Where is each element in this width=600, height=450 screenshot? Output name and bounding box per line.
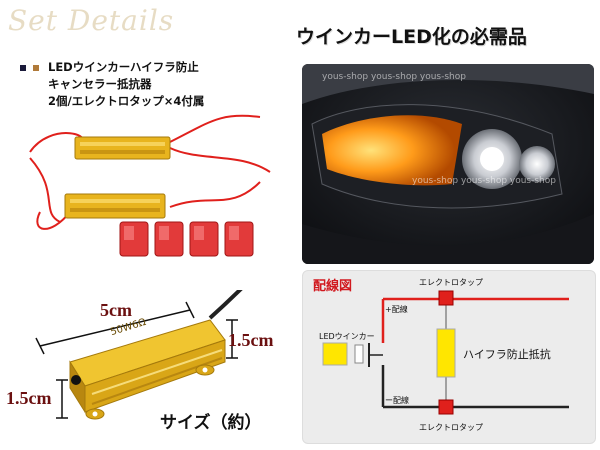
product-kit-illustration [29,114,271,257]
dimension-width: 1.5cm [6,388,52,408]
bullet-dark [20,65,26,71]
watermark-bottom: yous-shop yous-shop yous-shop [412,176,556,186]
bullet-brown [33,65,39,71]
page-title: ウインカーLED化の必需品 [296,26,527,48]
description-line-3: 2個/エレクトロタップ×4付属 [48,94,205,108]
watermark-top: yous-shop yous-shop yous-shop [322,72,466,82]
description-line-1: LEDウインカーハイフラ防止 [48,60,199,74]
dimension-length: 5cm [100,300,132,320]
set-details-title: Set Details [8,4,175,37]
size-label: サイズ（約） [160,413,262,433]
description-line-2: キャンセラー抵抗器 [48,77,152,91]
car-headlight-photo: yous-shop yous-shop yous-shop yous-shop … [302,64,594,264]
electrotap-top-label: エレクトロタップ [419,278,483,287]
resistor-label: ハイフラ防止抵抗 [463,348,551,361]
plus-wire-label: +配線 [385,305,408,314]
dimension-illustration [35,290,243,420]
led-winker-label: LEDウインカー [319,332,375,341]
headlight-drawing [302,64,594,264]
wiring-lines [322,290,569,415]
dimension-height: 1.5cm [228,330,274,350]
minus-wire-label: ー配線 [385,396,409,405]
electrotap-bottom-label: エレクトロタップ [419,423,483,432]
diagram-title: 配線図 [313,279,353,294]
wiring-diagram: 配線図 エレクトロタップ エレクトロタップ +配線 ー配線 LEDウインカー ハ… [302,270,596,444]
